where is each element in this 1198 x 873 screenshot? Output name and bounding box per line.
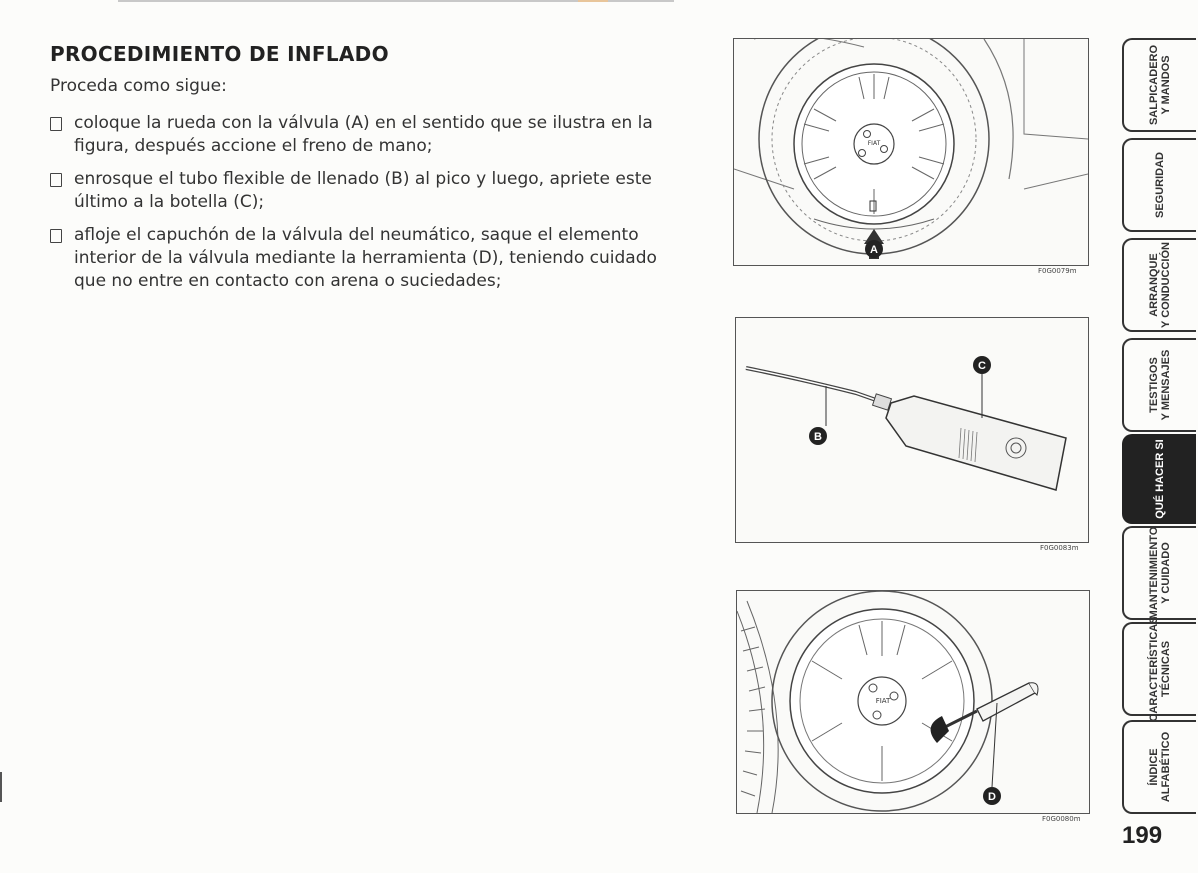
- figure-wheel-valve: FIAT A: [733, 38, 1089, 266]
- tab-que-hacer-si[interactable]: QUÉ HACER SI: [1122, 434, 1196, 524]
- callout-a: A: [870, 244, 878, 256]
- tab-label: SALPICADERO Y MANDOS: [1148, 44, 1172, 126]
- step-item: coloque la rueda con la válvula (A) en e…: [50, 112, 690, 158]
- wheel-valve-illustration: FIAT A: [734, 39, 1088, 259]
- hose-bottle-illustration: C B: [745, 356, 1067, 491]
- checkbox-bullet-icon: [50, 173, 62, 187]
- step-text: coloque la rueda con la válvula (A) en e…: [74, 113, 653, 156]
- step-text: enrosque el tubo flexible de llenado (B)…: [74, 169, 652, 212]
- top-rule: [118, 0, 674, 2]
- tab-indice[interactable]: ÍNDICE ALFABÉTICO: [1122, 720, 1196, 814]
- tab-label: SEGURIDAD: [1154, 151, 1166, 219]
- valve-tool-illustration: FIAT D: [737, 591, 1039, 813]
- step-item: afloje el capuchón de la válvula del neu…: [50, 224, 690, 293]
- tab-label: CARACTERÍSTICAS TÉCNICAS: [1148, 616, 1172, 722]
- hub-logo-text: FIAT: [876, 697, 891, 705]
- checkbox-bullet-icon: [50, 117, 62, 131]
- tab-label: QUÉ HACER SI: [1154, 439, 1166, 519]
- tab-caracteristicas[interactable]: CARACTERÍSTICAS TÉCNICAS: [1122, 616, 1196, 722]
- tab-label: TESTIGOS Y MENSAJES: [1148, 349, 1172, 421]
- figure-code: F0G0080m: [1042, 815, 1081, 823]
- top-rule-accent: [578, 0, 608, 2]
- callout-d: D: [988, 791, 996, 803]
- tab-label: ARRANQUE Y CONDUCCIÓN: [1148, 242, 1172, 328]
- figure-hose-bottle: C B: [735, 317, 1089, 543]
- intro-text: Proceda como sigue:: [50, 76, 227, 96]
- text-column: PROCEDIMIENTO DE INFLADO Proceda como si…: [50, 42, 690, 303]
- callout-c: C: [978, 360, 986, 372]
- hub-logo-text: FIAT: [868, 140, 881, 147]
- figure-valve-tool: FIAT D: [736, 590, 1090, 814]
- callout-b: B: [814, 431, 822, 443]
- page-number: 199: [1122, 822, 1163, 849]
- margin-mark: [0, 772, 2, 802]
- step-item: enrosque el tubo flexible de llenado (B)…: [50, 168, 690, 214]
- step-list: coloque la rueda con la válvula (A) en e…: [50, 112, 690, 293]
- tab-mantenimiento[interactable]: MANTENIMIENTO Y CUIDADO: [1122, 526, 1196, 620]
- tab-salpicadero[interactable]: SALPICADERO Y MANDOS: [1122, 38, 1196, 132]
- tab-label: ÍNDICE ALFABÉTICO: [1148, 731, 1172, 803]
- tab-seguridad[interactable]: SEGURIDAD: [1122, 138, 1196, 232]
- tab-arranque[interactable]: ARRANQUE Y CONDUCCIÓN: [1122, 238, 1196, 332]
- figure-code: F0G0079m: [1038, 267, 1077, 275]
- step-text: afloje el capuchón de la válvula del neu…: [74, 225, 657, 291]
- tab-label: MANTENIMIENTO Y CUIDADO: [1148, 526, 1172, 620]
- figure-code: F0G0083m: [1040, 544, 1079, 552]
- section-heading: PROCEDIMIENTO DE INFLADO: [50, 42, 389, 66]
- tab-testigos[interactable]: TESTIGOS Y MENSAJES: [1122, 338, 1196, 432]
- checkbox-bullet-icon: [50, 229, 62, 243]
